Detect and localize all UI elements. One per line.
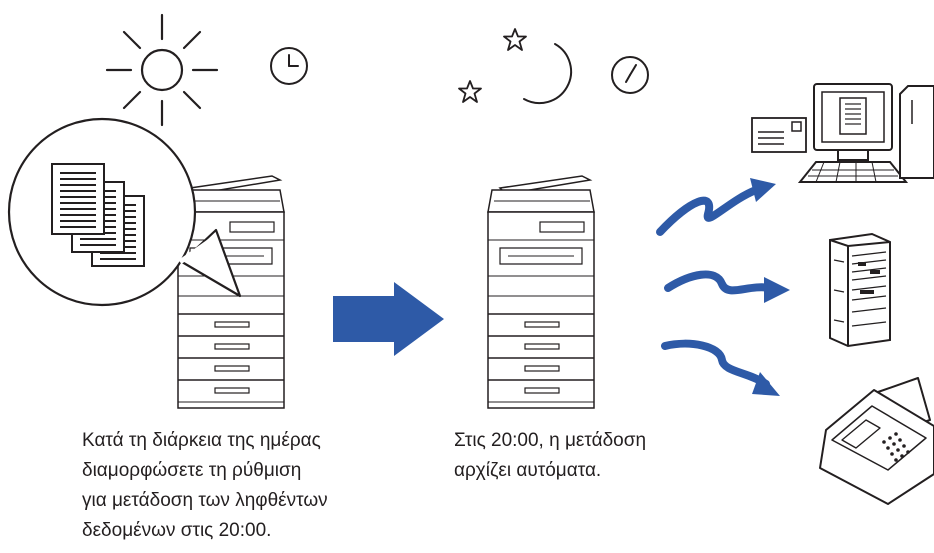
night-transmission-caption: Στις 20:00, η μετάδοση αρχίζει αυτόματα. [454,430,647,481]
clock-icon [270,47,308,85]
fax-icon [819,377,934,505]
arrow-heads [750,178,790,396]
multifunction-printer [487,175,595,409]
star-icon [458,80,482,103]
transmission-arrow [656,186,760,236]
star-icon [503,28,527,51]
received-documents-bubble [7,117,242,307]
transmission-arrow [661,339,770,388]
arrow-right-icon [333,282,444,356]
server-icon [829,232,891,348]
clock-icon [611,56,649,94]
transmission-arrows [656,186,774,388]
transmission-arrow [664,270,774,295]
computer-icon [751,83,934,183]
sun-icon [105,13,219,127]
daytime-setup-caption: Κατά τη διάρκεια της ημέρας διαμορφώσετε… [82,430,328,541]
moon-icon [523,43,573,105]
